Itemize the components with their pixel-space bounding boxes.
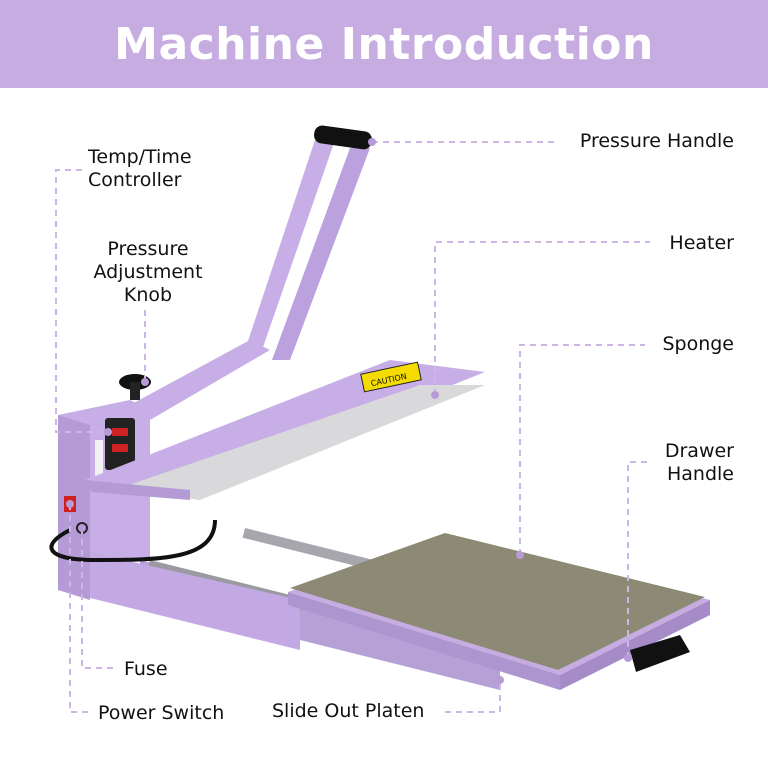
leader-lines — [55, 138, 650, 713]
caution-label — [360, 361, 422, 393]
label-drawer-handle: Drawer Handle — [664, 440, 734, 485]
label-slide-out-platen: Slide Out Platen — [272, 700, 425, 722]
upper-arm — [119, 125, 372, 420]
page-title: Machine Introduction — [114, 18, 654, 70]
heater-head: CAUTION — [85, 360, 485, 500]
label-pressure-adjustment-knob: Pressure Adjustment Knob — [93, 238, 203, 306]
label-temp-time-controller: Temp/Time Controller — [88, 146, 192, 191]
label-power-switch: Power Switch — [98, 702, 225, 724]
machine-body — [49, 400, 300, 650]
pressure-handle-grip — [314, 125, 372, 150]
label-heater: Heater — [669, 232, 734, 254]
label-sponge: Sponge — [662, 333, 734, 355]
slide-out-platen — [288, 533, 710, 690]
label-pressure-handle: Pressure Handle — [579, 130, 734, 152]
drawer-handle-shape — [630, 635, 690, 672]
title-banner: Machine Introduction — [0, 0, 768, 88]
label-fuse: Fuse — [124, 658, 168, 680]
